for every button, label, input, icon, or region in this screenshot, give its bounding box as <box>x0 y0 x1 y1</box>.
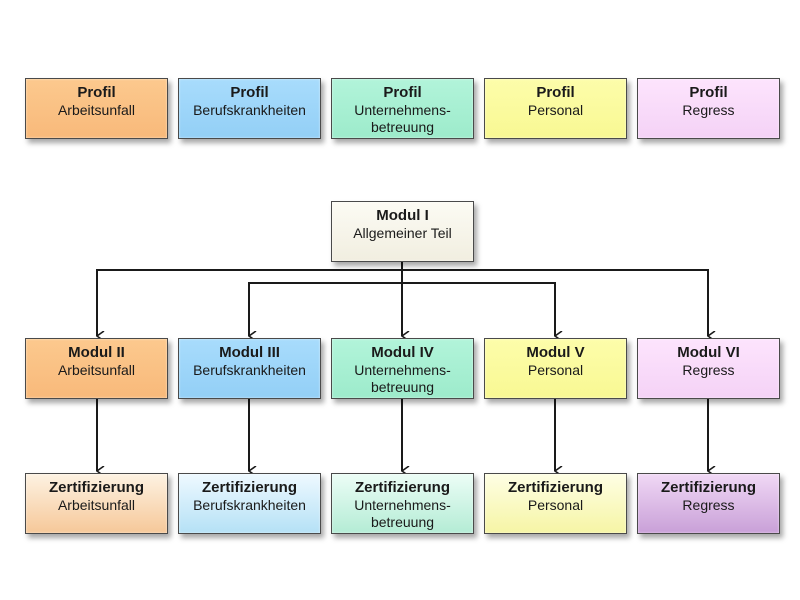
box-subtitle: Berufskrankheiten <box>193 102 306 118</box>
box-subtitle: Berufskrankheiten <box>193 362 306 378</box>
box-subtitle: Unternehmens- betreuung <box>354 102 451 135</box>
box-subtitle: Arbeitsunfall <box>57 362 136 378</box>
certification-unternehmensbetreuung: Zertifizierung Unternehmens- betreuung <box>331 473 474 534</box>
box-title: Zertifizierung <box>201 479 297 496</box>
box-title: Profil <box>230 84 269 101</box>
module-4-unternehmensbetreuung: Modul IV Unternehmens- betreuung <box>331 338 474 399</box>
module-1-general: Modul I Allgemeiner Teil <box>331 201 474 262</box>
box-subtitle: Regress <box>682 102 735 118</box>
box-subtitle: Personal <box>527 497 584 513</box>
module-2-arbeitsunfall: Modul II Arbeitsunfall <box>25 338 168 399</box>
outer-bus-line <box>96 269 709 336</box>
profile-unternehmensbetreuung: Profil Unternehmens- betreuung <box>331 78 474 139</box>
box-title: Zertifizierung <box>507 479 603 496</box>
box-title: Modul VI <box>677 344 740 361</box>
profile-regress: Profil Regress <box>637 78 780 139</box>
box-title: Modul IV <box>371 344 434 361</box>
box-title: Profil <box>689 84 728 101</box>
profile-arbeitsunfall: Profil Arbeitsunfall <box>25 78 168 139</box>
box-title: Zertifizierung <box>354 479 450 496</box>
box-title: Modul V <box>526 344 585 361</box>
box-subtitle: Unternehmens- betreuung <box>354 497 451 530</box>
profile-personal: Profil Personal <box>484 78 627 139</box>
box-title: Profil <box>536 84 575 101</box>
box-subtitle: Arbeitsunfall <box>57 102 136 118</box>
profile-berufskrankheiten: Profil Berufskrankheiten <box>178 78 321 139</box>
box-subtitle: Unternehmens- betreuung <box>354 362 451 395</box>
box-subtitle: Personal <box>527 362 584 378</box>
certification-regress: Zertifizierung Regress <box>637 473 780 534</box>
module-5-personal: Modul V Personal <box>484 338 627 399</box>
module-3-berufskrankheiten: Modul III Berufskrankheiten <box>178 338 321 399</box>
box-title: Profil <box>383 84 422 101</box>
box-title: Profil <box>77 84 116 101</box>
box-subtitle: Arbeitsunfall <box>57 497 136 513</box>
box-subtitle: Regress <box>682 362 735 378</box>
inner-bus-line <box>248 282 556 336</box>
certification-personal: Zertifizierung Personal <box>484 473 627 534</box>
module-6-regress: Modul VI Regress <box>637 338 780 399</box>
box-title: Modul III <box>219 344 280 361</box>
certification-arbeitsunfall: Zertifizierung Arbeitsunfall <box>25 473 168 534</box>
box-subtitle: Regress <box>682 497 735 513</box>
certification-berufskrankheiten: Zertifizierung Berufskrankheiten <box>178 473 321 534</box>
box-subtitle: Berufskrankheiten <box>193 497 306 513</box>
box-title: Modul II <box>68 344 125 361</box>
box-subtitle: Allgemeiner Teil <box>353 225 452 241</box>
box-title: Zertifizierung <box>660 479 756 496</box>
box-subtitle: Personal <box>527 102 584 118</box>
box-title: Modul I <box>376 207 429 224</box>
box-title: Zertifizierung <box>48 479 144 496</box>
